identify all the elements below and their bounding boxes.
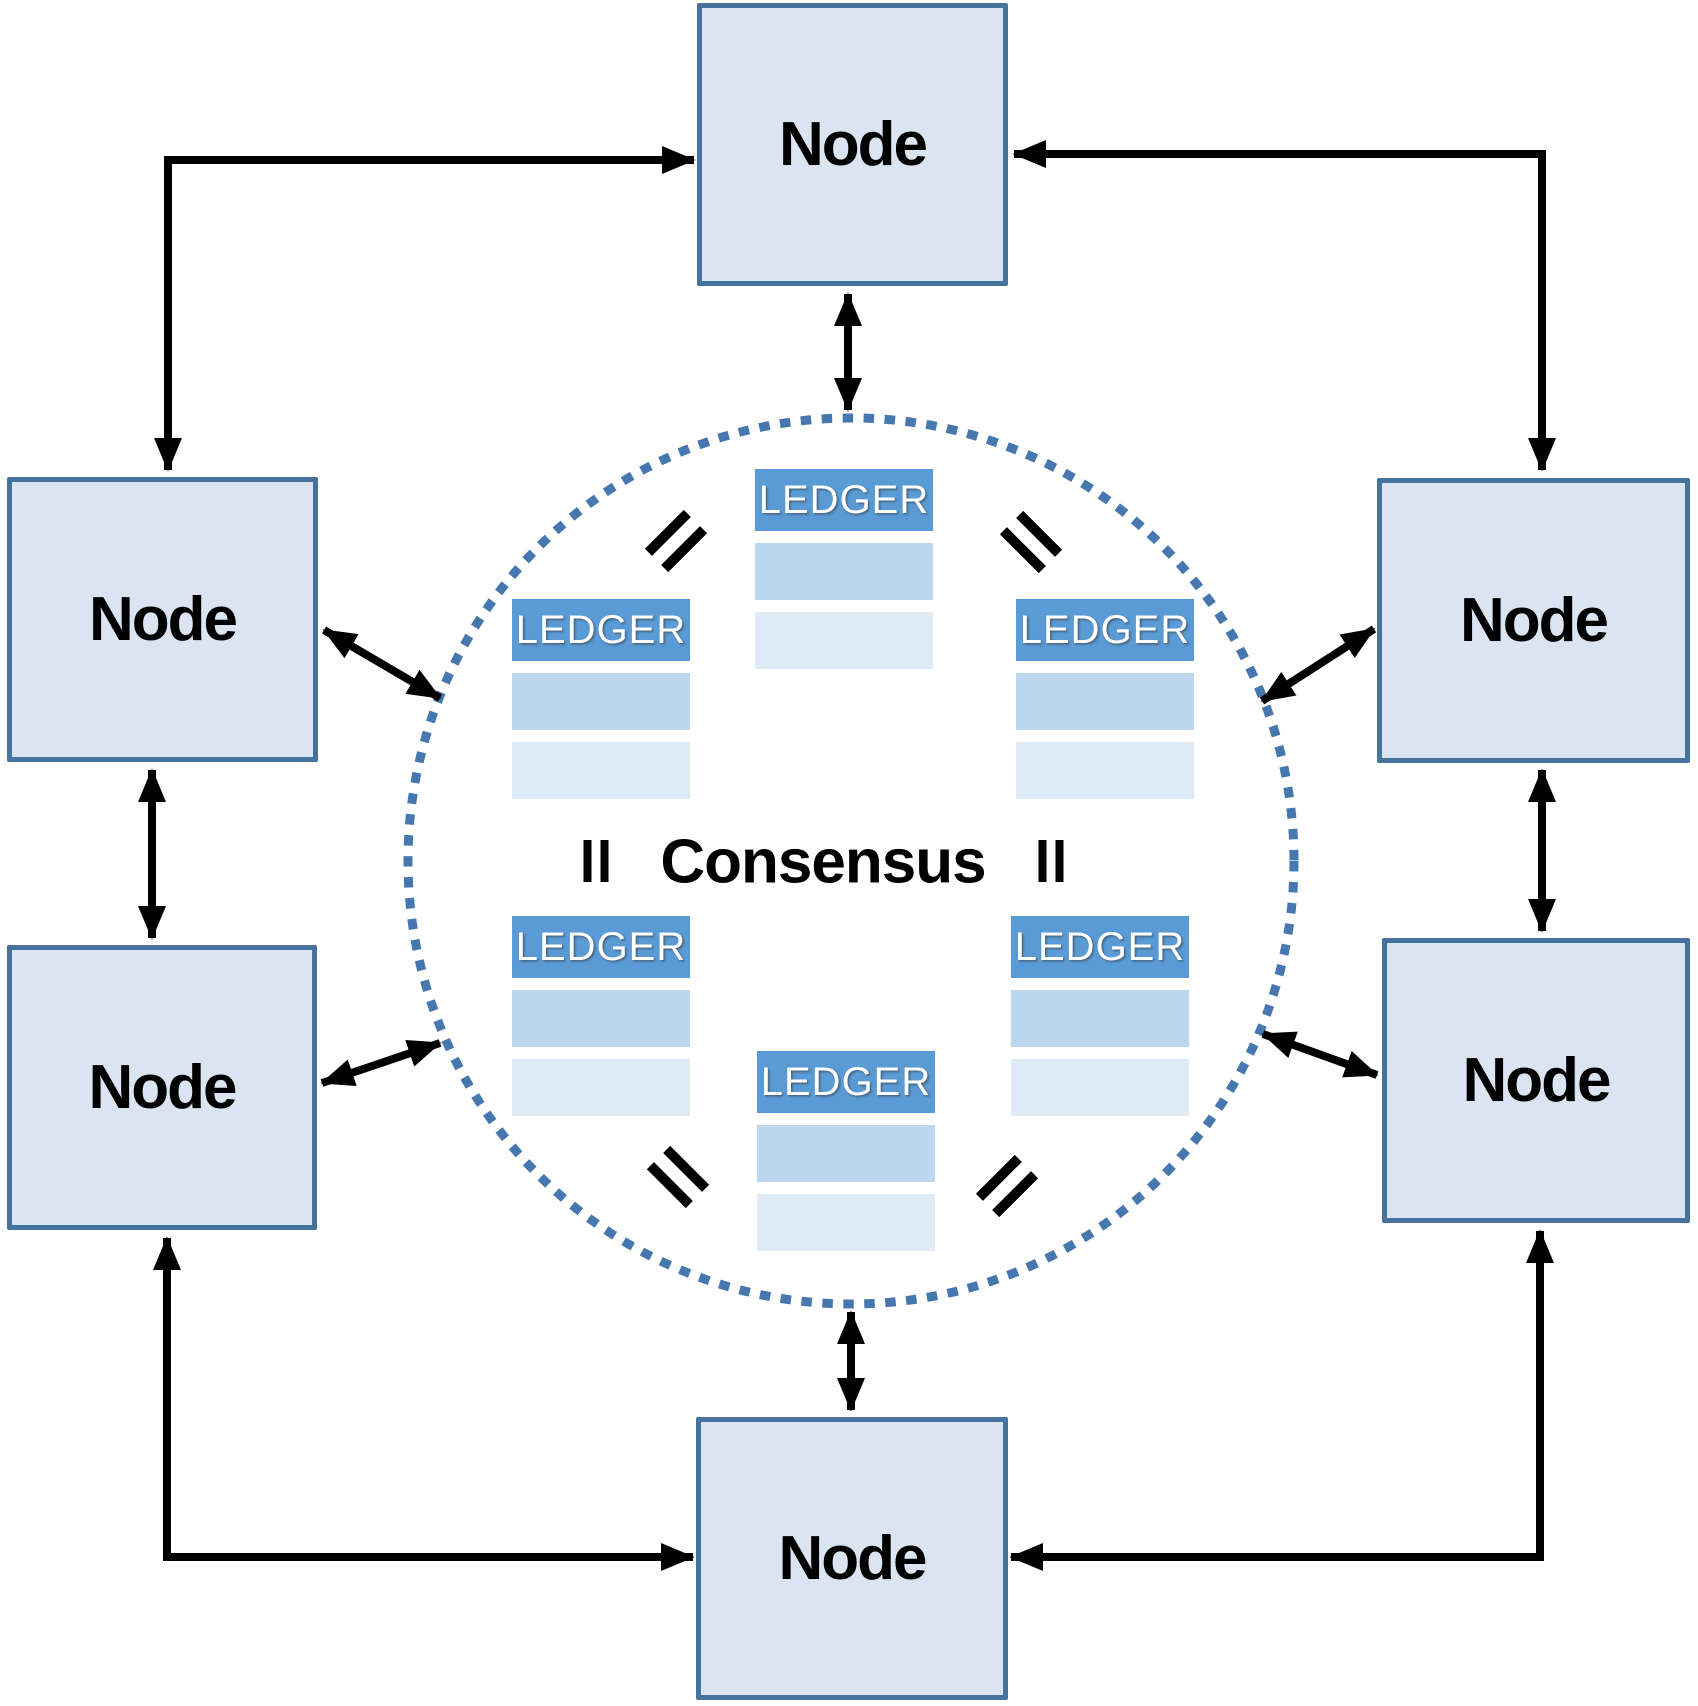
ledger-header: LEDGER: [1016, 599, 1194, 661]
ledger-block-top-center: LEDGER: [755, 469, 933, 669]
node-box-top: Node: [697, 3, 1008, 286]
ledger-row: [512, 1059, 690, 1116]
ledger-block-bottom-center: LEDGER: [757, 1051, 935, 1251]
ledger-block-lower-left: LEDGER: [512, 916, 690, 1116]
ledger-row: [1016, 673, 1194, 730]
equals-bar: [1055, 840, 1064, 882]
arrow-left-upper-node-to-circle: [321, 626, 443, 702]
arrow-top-to-left-upper: [154, 146, 696, 472]
ledger-row: [512, 742, 690, 799]
ledger-row: [1011, 1059, 1189, 1116]
ledger-block-mid-right: LEDGER: [1016, 599, 1194, 799]
ledger-row: [755, 543, 933, 600]
consensus-label: Consensus: [660, 827, 986, 897]
equals-icon: [583, 840, 609, 882]
equals-bar: [583, 840, 592, 882]
ledger-row: [1011, 990, 1189, 1047]
ledger-header: LEDGER: [512, 599, 690, 661]
arrow-right-upper-node-to-circle: [1259, 625, 1377, 705]
arrow-top-to-right-upper: [1012, 140, 1556, 472]
ledger-header: LEDGER: [757, 1051, 935, 1113]
ledger-header: LEDGER: [755, 469, 933, 531]
equals-bar: [600, 840, 609, 882]
ledger-row: [755, 612, 933, 669]
node-box-left-lower: Node: [7, 945, 317, 1230]
arrow-bottom-to-left-lower: [153, 1236, 695, 1571]
consensus-dotted-circle: [403, 413, 1299, 1309]
ledger-header: LEDGER: [1011, 916, 1189, 978]
arrow-left-lower-node-to-circle: [320, 1039, 442, 1087]
ledger-header: LEDGER: [512, 916, 690, 978]
ledger-row: [512, 673, 690, 730]
ledger-block-mid-left: LEDGER: [512, 599, 690, 799]
arrow-bottom-to-right-lower: [1009, 1229, 1554, 1571]
equals-icon: [1038, 840, 1064, 882]
arrow-right-lower-node-to-circle: [1261, 1030, 1379, 1079]
node-box-right-upper: Node: [1377, 478, 1690, 763]
node-box-right-lower: Node: [1382, 938, 1690, 1223]
ledger-row: [757, 1194, 935, 1251]
ledger-row: [757, 1125, 935, 1182]
node-box-left-upper: Node: [7, 477, 318, 762]
ledger-row: [512, 990, 690, 1047]
equals-bar: [1038, 840, 1047, 882]
ledger-row: [1016, 742, 1194, 799]
ledger-block-lower-right: LEDGER: [1011, 916, 1189, 1116]
node-box-bottom: Node: [696, 1417, 1008, 1700]
